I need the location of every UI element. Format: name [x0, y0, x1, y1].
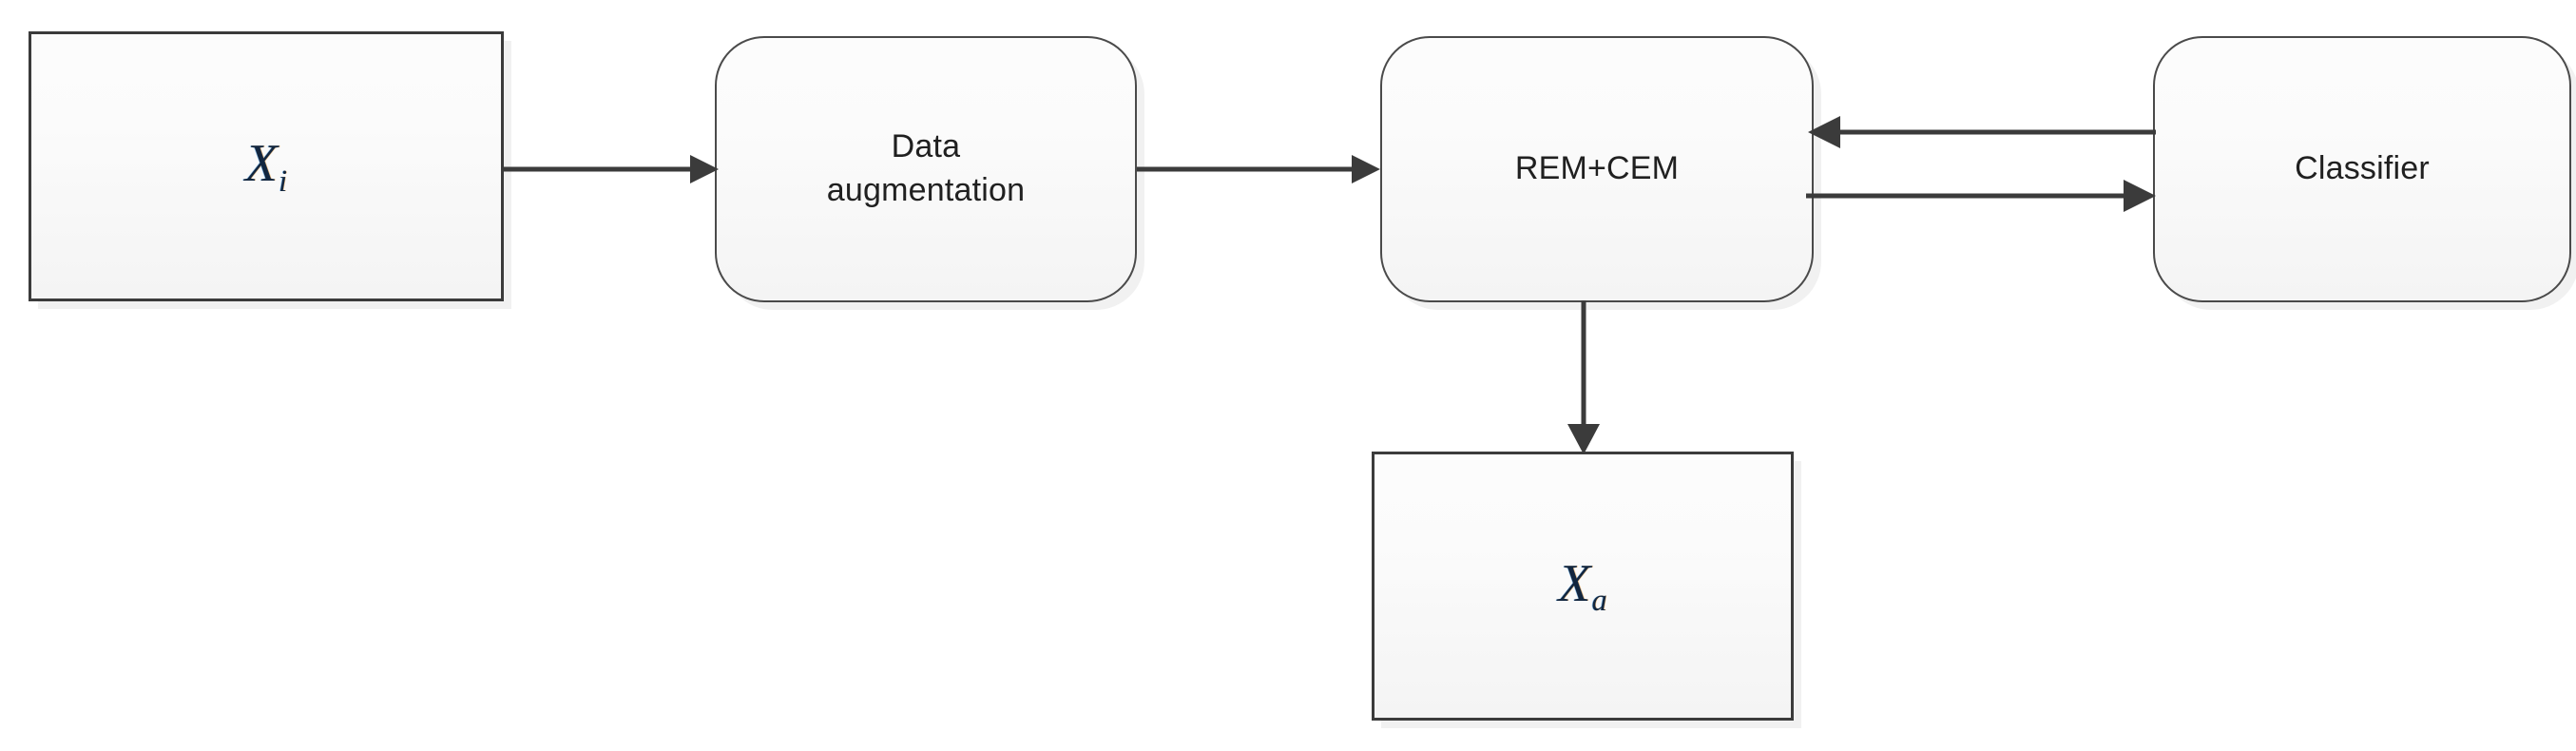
- node-xi-label-subscript: i: [279, 164, 288, 199]
- node-xa[interactable]: Xa: [1372, 452, 1794, 721]
- node-xi-label-base: X: [244, 134, 279, 194]
- node-classifier-label: Classifier: [2295, 150, 2430, 187]
- node-data-augmentation-label: Data augmentation: [826, 128, 1026, 208]
- node-rem-cem[interactable]: REM+CEM: [1380, 36, 1814, 302]
- node-xa-label-base: X: [1558, 553, 1591, 613]
- connector-remcem-to-xa: [1564, 300, 1604, 457]
- node-xi-label: Xi: [245, 133, 287, 199]
- connector-augmentation-to-remcem: [1137, 150, 1384, 188]
- connector-xi-to-augmentation: [504, 150, 722, 188]
- node-classifier[interactable]: Classifier: [2153, 36, 2571, 302]
- node-xa-label: Xa: [1558, 553, 1606, 619]
- connector-classifier-to-remcem: [1806, 112, 2158, 152]
- node-xa-label-subscript: a: [1591, 584, 1607, 619]
- connector-remcem-to-classifier: [1806, 176, 2158, 216]
- node-data-augmentation[interactable]: Data augmentation: [715, 36, 1137, 302]
- node-xi[interactable]: Xi: [29, 31, 504, 301]
- node-rem-cem-label: REM+CEM: [1514, 150, 1680, 187]
